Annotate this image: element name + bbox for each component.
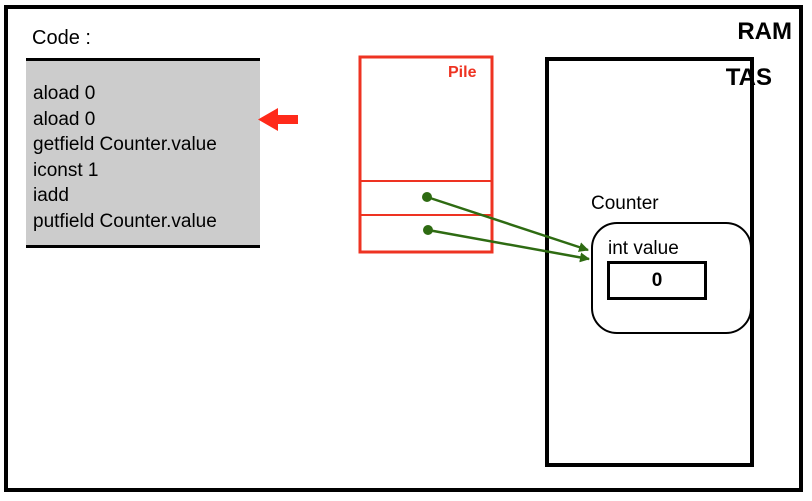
code-line: iconst 1 [33,159,99,181]
reference-arrows [422,192,590,263]
stack-label: Pile [448,64,477,81]
field-value-box: 0 [607,261,707,300]
code-line: getfield Counter.value [33,134,217,155]
code-label: Code : [32,27,91,49]
heap-label: TAS [725,64,772,91]
ram-frame [4,5,803,492]
field-label: int value [608,238,679,259]
reference-arrow [426,195,589,252]
counter-object [591,222,752,334]
heap-frame [545,57,754,467]
object-class-label: Counter [591,193,659,214]
stack-frame [358,55,494,254]
code-line: aload 0 [33,108,96,130]
reference-arrow [427,228,590,263]
instruction-pointer-arrow [258,108,298,131]
code-line: aload 0 [33,83,96,104]
code-listing: aload 0 aload 0 getfield Counter.value i… [26,58,260,248]
ram-label: RAM [737,18,792,45]
field-value: 0 [651,269,663,291]
code-line: iadd [33,185,69,206]
code-line: putfield Counter.value [33,210,217,232]
